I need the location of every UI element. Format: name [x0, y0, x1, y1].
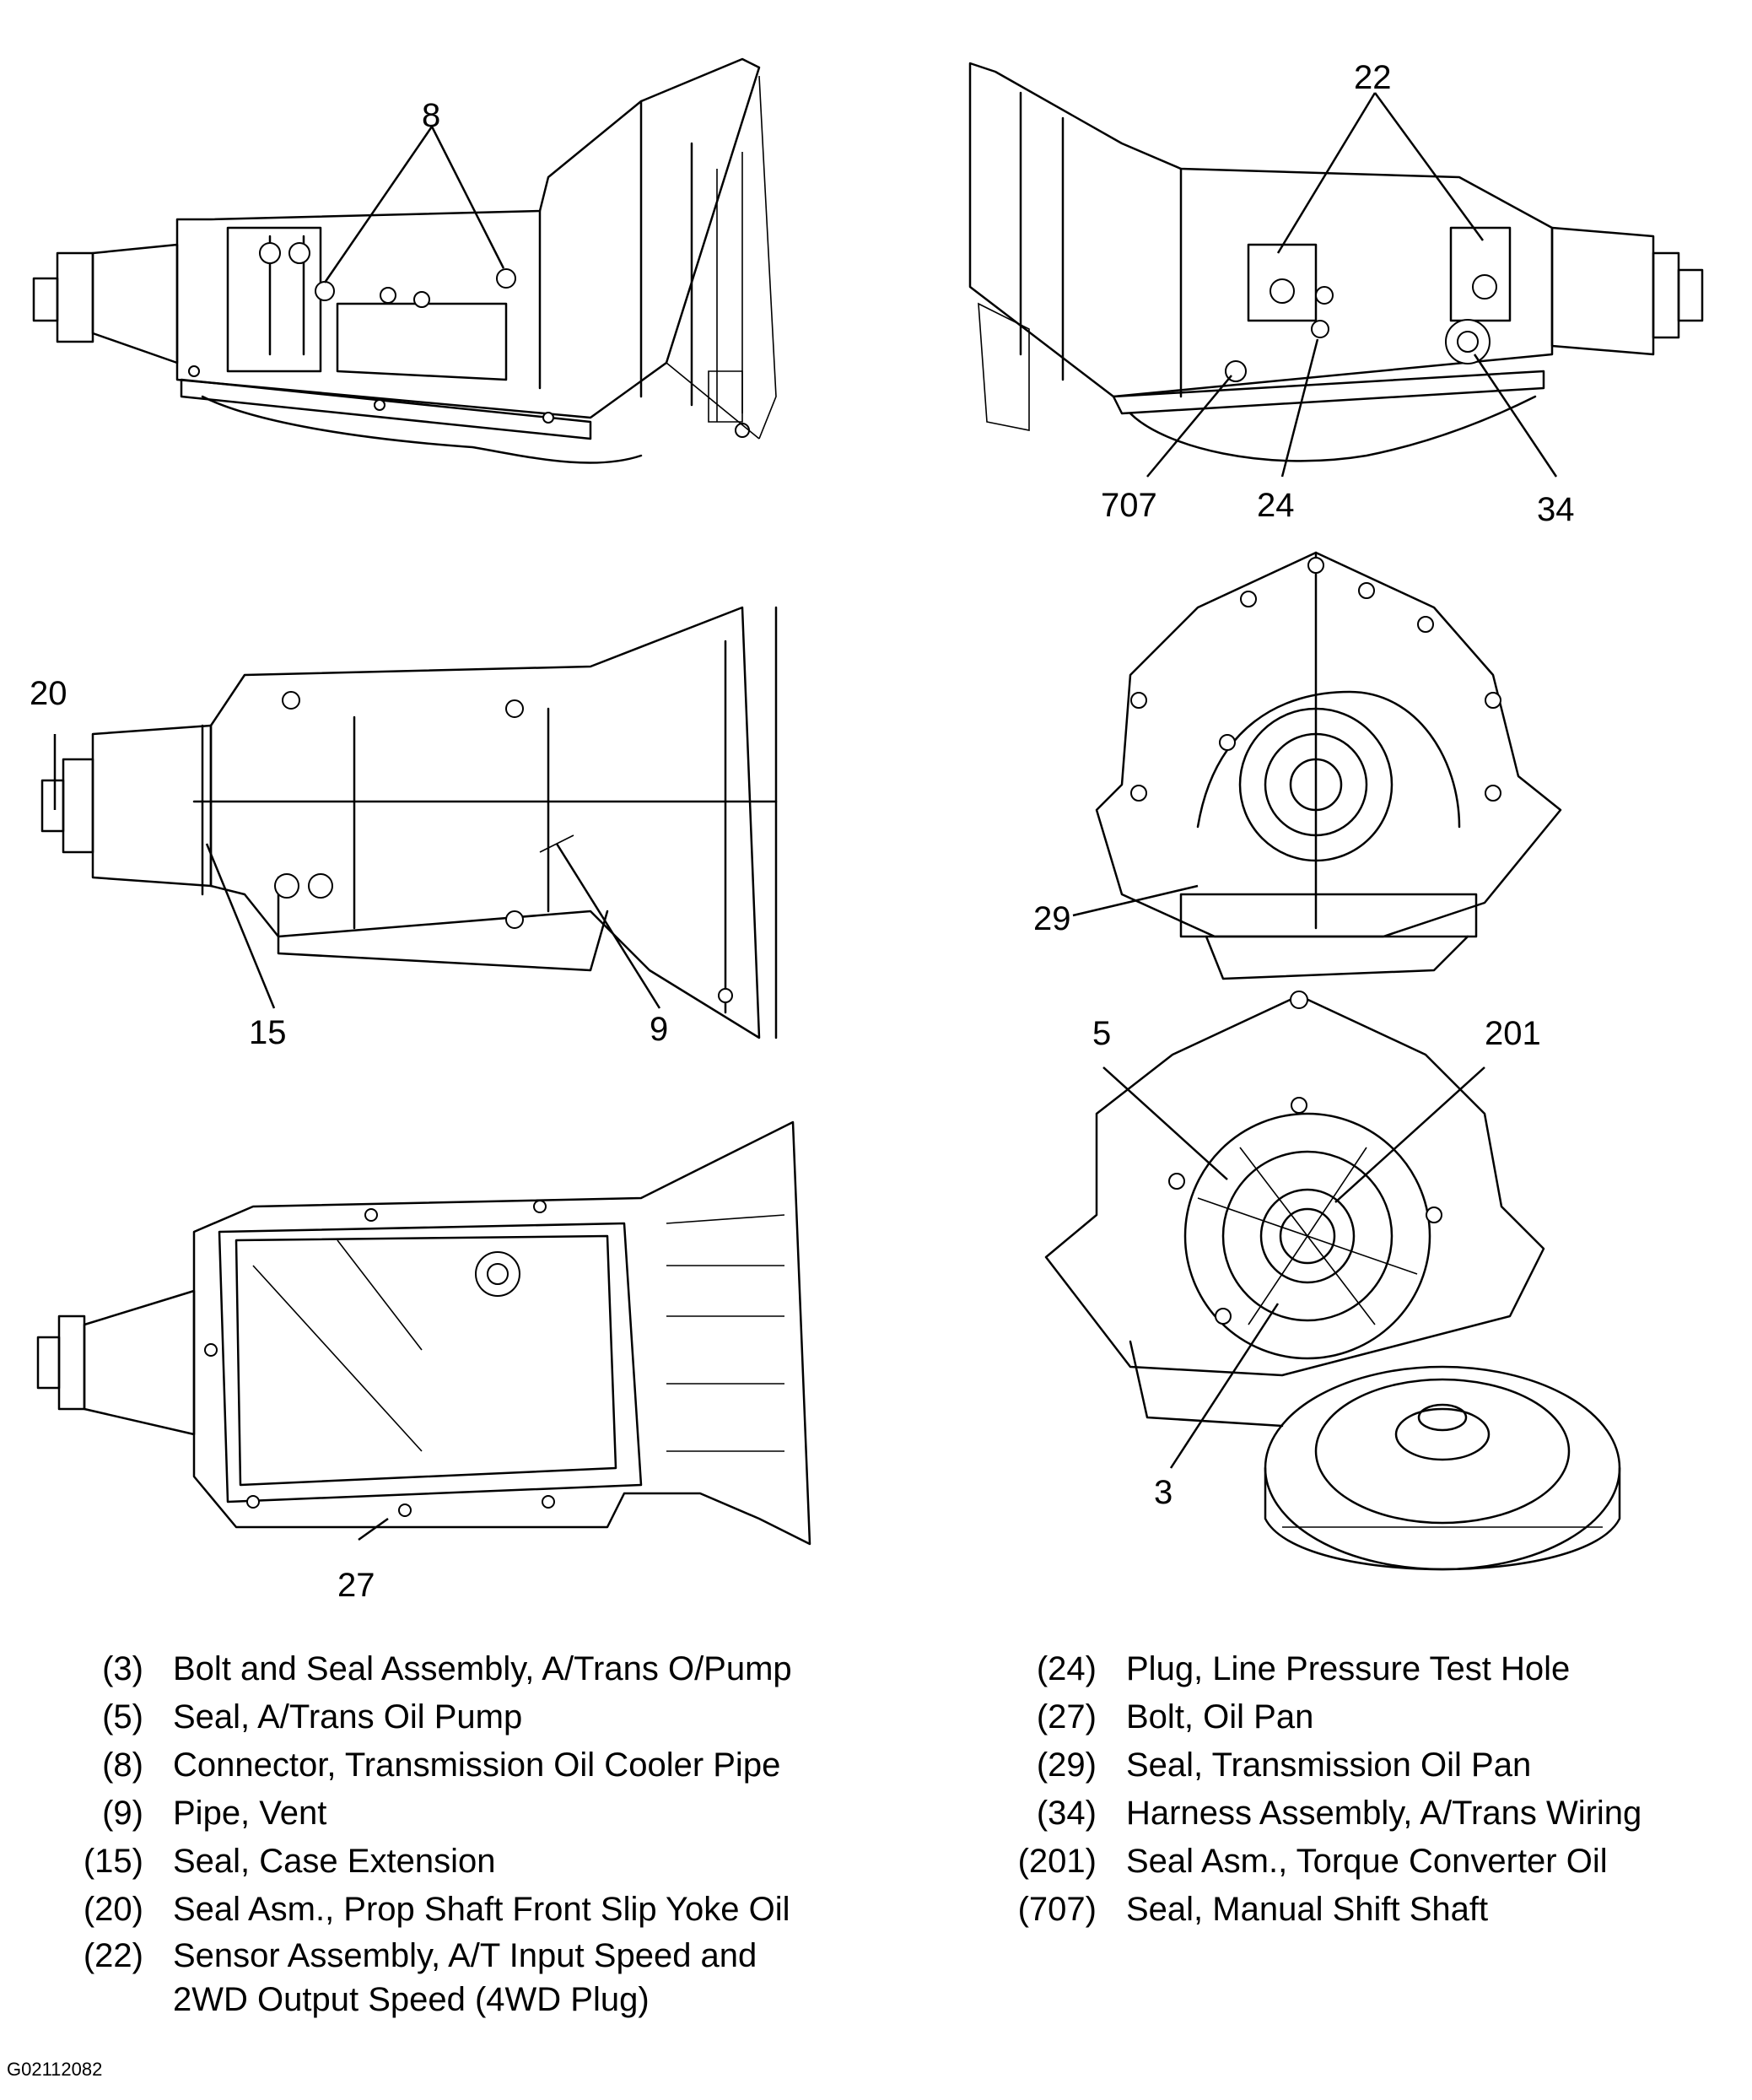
- legend-number: (20): [83, 1891, 143, 1928]
- legend-text: Connector, Transmission Oil Cooler Pipe: [173, 1746, 781, 1784]
- legend-number: (5): [102, 1698, 143, 1736]
- transmission-right-side-view: [968, 62, 1704, 462]
- legend-text: Seal, A/Trans Oil Pump: [173, 1698, 523, 1736]
- parts-legend: (3) Bolt and Seal Assembly, A/Trans O/Pu…: [0, 1645, 1752, 2018]
- figure-id: G02112082: [7, 2059, 103, 2080]
- legend-number: (27): [1036, 1698, 1097, 1736]
- callout-9: 9: [650, 1011, 668, 1048]
- legend-text: Seal, Case Extension: [173, 1843, 496, 1880]
- legend-number: (3): [102, 1650, 143, 1687]
- callout-201: 201: [1485, 1015, 1541, 1052]
- legend-number: (24): [1036, 1650, 1097, 1687]
- oil-pan-bottom-view: [36, 1120, 811, 1546]
- legend-text: Sensor Assembly, A/T Input Speed and 2WD…: [173, 1937, 757, 2018]
- legend-text: Bolt, Oil Pan: [1126, 1698, 1314, 1736]
- legend-number: (22): [83, 1937, 143, 1974]
- legend-number: (8): [102, 1746, 143, 1784]
- callout-22: 22: [1354, 59, 1392, 96]
- legend-number: (707): [1017, 1891, 1097, 1928]
- callout-3: 3: [1154, 1474, 1172, 1511]
- legend-text: Pipe, Vent: [173, 1795, 327, 1832]
- callout-8: 8: [422, 97, 440, 134]
- legend-text: Seal, Manual Shift Shaft: [1126, 1891, 1489, 1928]
- transmission-front-view: [1095, 551, 1562, 980]
- callout-20: 20: [30, 675, 67, 712]
- callout-15: 15: [249, 1014, 287, 1051]
- callout-29: 29: [1033, 900, 1071, 937]
- callout-27: 27: [337, 1567, 375, 1604]
- callout-707: 707: [1101, 487, 1157, 524]
- legend-number: (29): [1036, 1746, 1097, 1784]
- transmission-bottom-view: [40, 606, 778, 1039]
- pump-and-torque-converter-view: [1044, 991, 1621, 1571]
- callout-34: 34: [1537, 491, 1575, 528]
- transmission-left-side-view: [32, 57, 777, 464]
- legend-number: (9): [102, 1795, 143, 1832]
- callout-5: 5: [1092, 1015, 1111, 1052]
- leader-lines: [53, 92, 1558, 1541]
- legend-text: Seal Asm., Prop Shaft Front Slip Yoke Oi…: [173, 1891, 790, 1928]
- legend-text: Seal, Transmission Oil Pan: [1126, 1746, 1532, 1784]
- legend-text: Harness Assembly, A/Trans Wiring: [1126, 1795, 1642, 1832]
- legend-text: Seal Asm., Torque Converter Oil: [1126, 1843, 1608, 1880]
- legend-number: (201): [1017, 1843, 1097, 1880]
- legend-number: (34): [1036, 1795, 1097, 1832]
- legend-number: (15): [83, 1843, 143, 1880]
- legend-text: Bolt and Seal Assembly, A/Trans O/Pump: [173, 1650, 792, 1687]
- legend-text: Plug, Line Pressure Test Hole: [1126, 1650, 1571, 1687]
- callout-24: 24: [1257, 487, 1295, 524]
